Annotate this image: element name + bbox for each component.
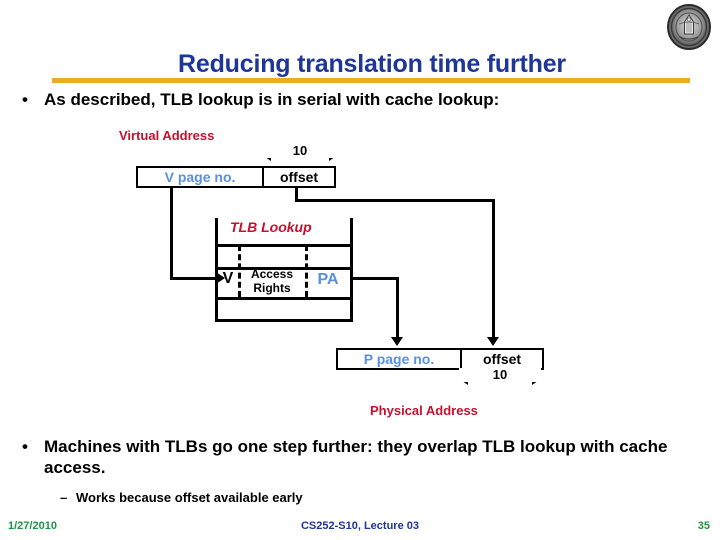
- offset-width-dimension-top: 10: [262, 144, 338, 162]
- tlb-column-divider-2: [305, 245, 308, 297]
- offset-connector-long-vertical: [492, 199, 495, 339]
- arrow-head-left-icon: [459, 373, 468, 385]
- title-underline-rule: [52, 78, 690, 83]
- virtual-page-number-cell: V page no.: [164, 169, 236, 185]
- tlb-valid-bit-cell: V: [222, 270, 234, 287]
- pa-connector-arrow-icon: [391, 337, 403, 346]
- virtual-offset-cell: offset: [262, 168, 334, 186]
- pa-connector-vertical: [396, 277, 399, 339]
- tlb-lookup-label: TLB Lookup: [230, 219, 312, 235]
- arrow-head-left-icon: [262, 149, 271, 161]
- offset-width-dimension-bottom: 10: [459, 368, 541, 386]
- footer-course-lecture: CS252-S10, Lecture 03: [300, 520, 419, 532]
- footer-page-number: 35: [697, 520, 710, 532]
- tlb-access-rights-line1: Access: [250, 267, 294, 281]
- bullet-text: As described, TLB lookup is in serial wi…: [44, 90, 500, 109]
- vpage-connector-arrow-icon: [216, 272, 225, 284]
- tlb-left-rail: [215, 218, 218, 322]
- tlb-rule-1: [215, 244, 353, 247]
- bullet-text: Works because offset available early: [76, 490, 303, 505]
- physical-address-box: P page no. offset: [336, 348, 544, 370]
- tlb-access-rights-line2: Rights: [253, 281, 291, 295]
- bullet-marker-icon: •: [22, 90, 28, 109]
- tlb-rule-3: [215, 297, 353, 300]
- offset-connector-stub-vertical: [295, 188, 298, 202]
- university-seal-icon: [666, 4, 712, 50]
- arrow-head-right-icon: [329, 149, 338, 161]
- physical-page-number-cell: P page no.: [363, 351, 435, 367]
- tlb-access-rights-cell: Access Rights: [240, 267, 304, 295]
- dimension-line: [262, 154, 338, 157]
- page-title: Reducing translation time further: [178, 50, 566, 78]
- offset-connector-arrow-icon: [487, 337, 499, 346]
- tlb-rule-4: [215, 319, 353, 322]
- virtual-address-box: V page no. offset: [136, 166, 336, 188]
- vpage-connector-horizontal: [170, 277, 218, 280]
- bullet-item-overlap-lookup: • Machines with TLBs go one step further…: [22, 436, 712, 478]
- arrow-head-right-icon: [532, 373, 541, 385]
- virtual-address-label: Virtual Address: [119, 128, 215, 143]
- bullet-marker-icon: •: [22, 437, 28, 456]
- offset-width-value: 10: [459, 368, 541, 382]
- dimension-line: [459, 378, 541, 381]
- tlb-physical-address-cell: PA: [317, 271, 339, 288]
- tlb-rule-2: [215, 267, 353, 270]
- tlb-right-rail: [350, 218, 353, 322]
- physical-offset-cell: offset: [460, 350, 542, 368]
- offset-connector-horizontal: [295, 199, 495, 202]
- bullet-dash-marker-icon: –: [60, 490, 68, 505]
- pa-connector-horizontal: [352, 277, 399, 280]
- bullet-item-serial-lookup: • As described, TLB lookup is in serial …: [22, 89, 702, 110]
- physical-address-label: Physical Address: [370, 403, 478, 418]
- footer-date: 1/27/2010: [8, 520, 57, 532]
- bullet-item-offset-early: – Works because offset available early: [60, 490, 660, 506]
- bullet-text: Machines with TLBs go one step further: …: [44, 437, 668, 477]
- vpage-connector-vertical: [170, 188, 173, 280]
- offset-width-value: 10: [262, 144, 338, 158]
- tlb-column-divider-1: [238, 245, 241, 297]
